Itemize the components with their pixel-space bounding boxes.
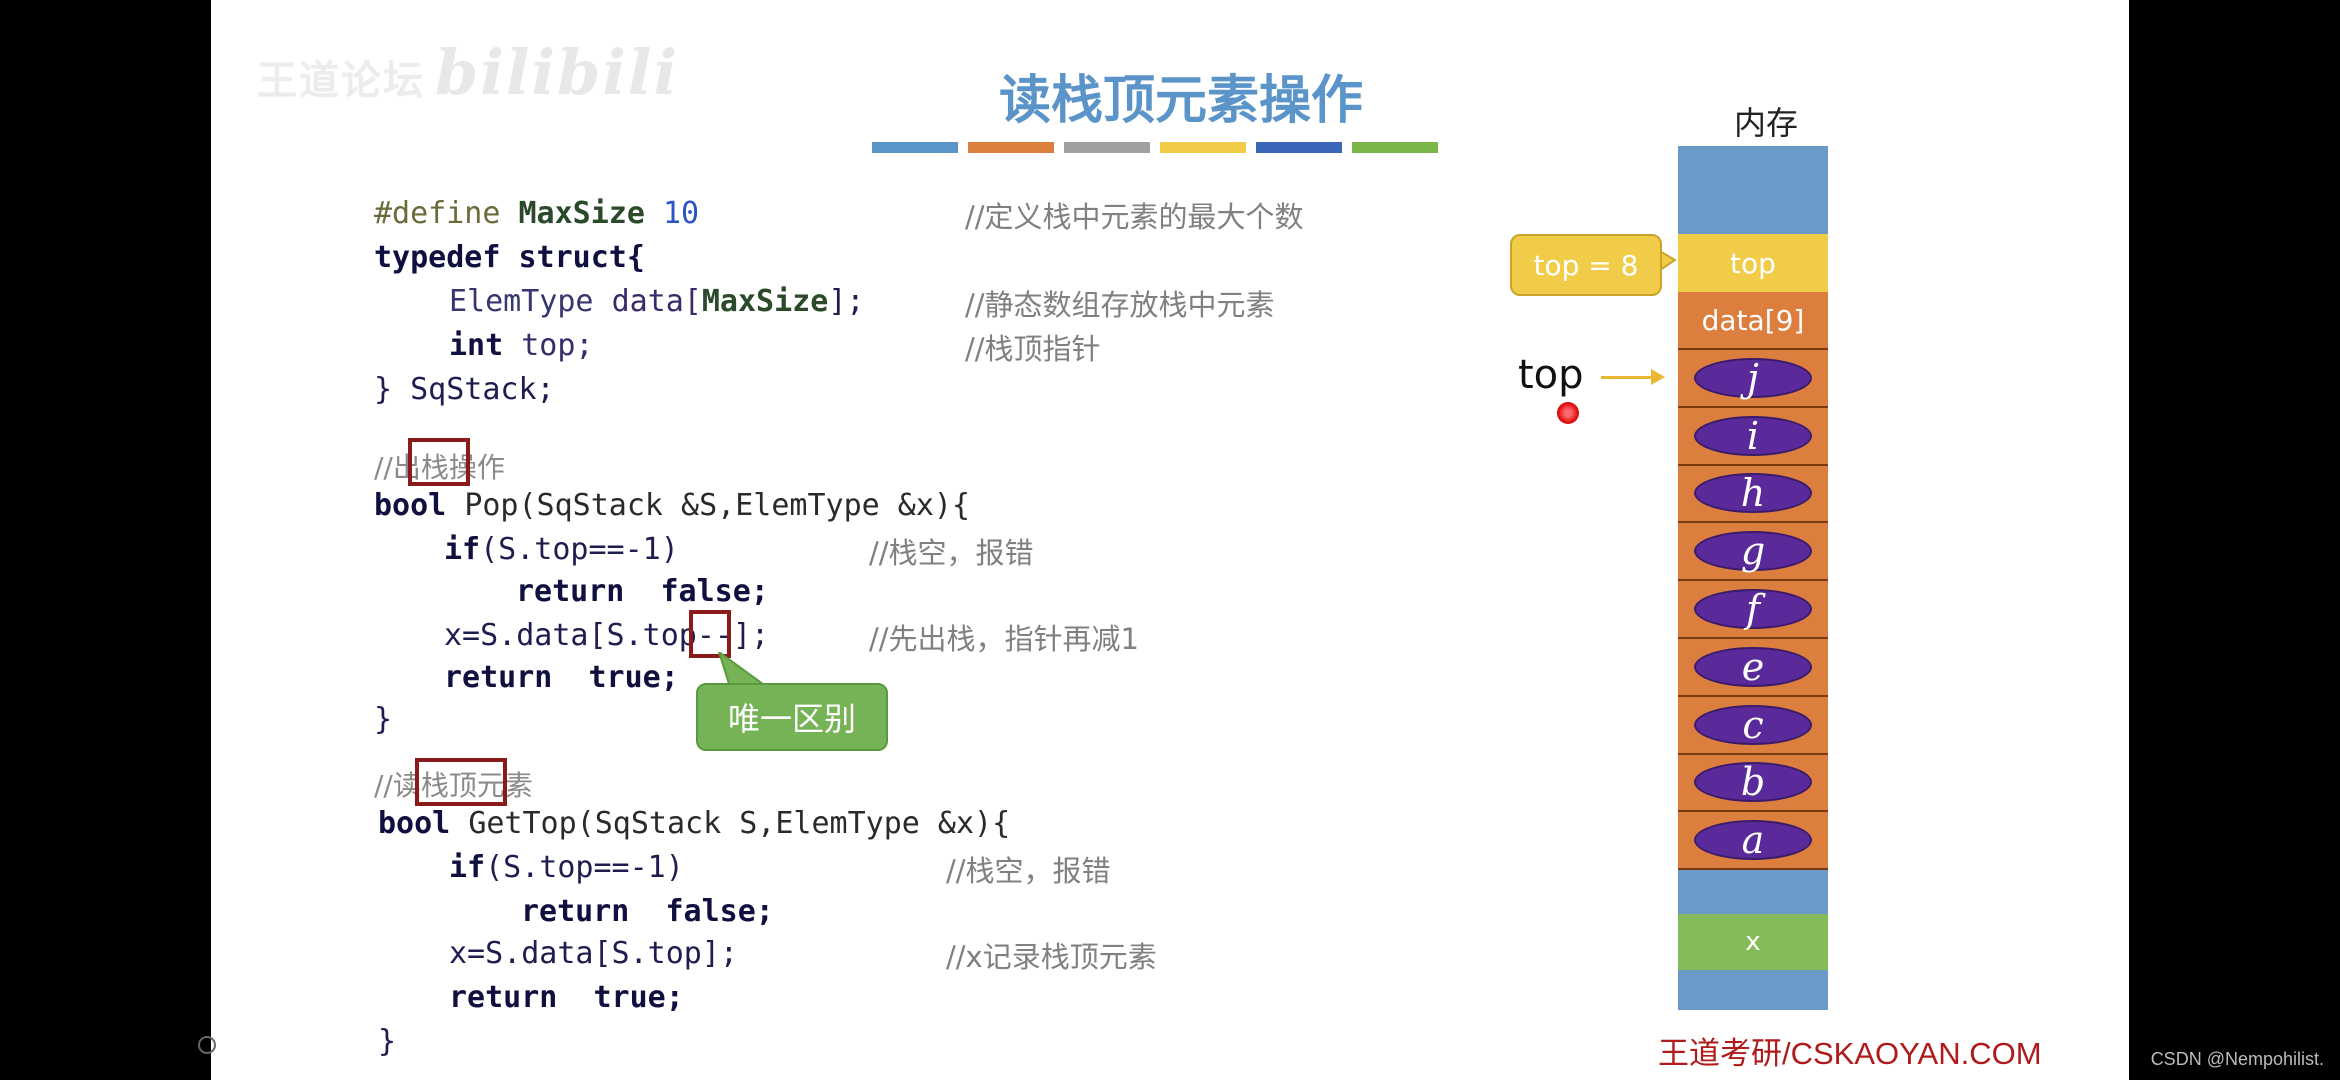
title-bar-6	[1352, 142, 1438, 153]
memory-cell-element: g	[1678, 523, 1828, 582]
top-pointer-label: top	[1518, 352, 1584, 398]
bilibili-logo: bilibili	[435, 36, 680, 109]
title-bar-2	[968, 142, 1054, 153]
memory-element-oval: h	[1694, 473, 1812, 514]
memory-element-oval: e	[1694, 646, 1812, 687]
memory-cell-empty-top	[1678, 146, 1828, 234]
code-define-line: #define MaxSize 10	[374, 196, 700, 231]
memory-cell-element: b	[1678, 754, 1828, 813]
top-value-callout: top = 8	[1510, 234, 1662, 296]
memory-label: 内存	[1733, 104, 1798, 142]
code-pop-assign: x=S.data[S.top--];	[444, 618, 770, 653]
code-gettop-return-false: return false;	[521, 894, 774, 929]
code-pop-signature: bool Pop(SqStack &S,ElemType &x){	[374, 488, 971, 523]
code-typedef-line: typedef struct{	[374, 240, 645, 275]
title-bar-1	[872, 142, 958, 153]
memory-element-oval: a	[1694, 820, 1812, 861]
code-gettop-close: }	[378, 1024, 397, 1059]
highlight-box-gettop	[415, 758, 507, 806]
memory-cell-element: i	[1678, 407, 1828, 466]
memory-element-oval: f	[1694, 589, 1812, 630]
code-gettop-if: if(S.top==-1)	[449, 850, 684, 885]
code-pop-close: }	[374, 702, 393, 737]
code-pop-if: if(S.top==-1)	[444, 532, 679, 567]
memory-element-oval: g	[1694, 531, 1812, 572]
cursor-pointer-dot	[1557, 402, 1579, 424]
memory-cell-element: c	[1678, 696, 1828, 755]
top-pointer-arrow	[1601, 369, 1665, 385]
memory-cell-top: top	[1678, 234, 1828, 292]
memory-cell-element: j	[1678, 350, 1828, 408]
code-struct-end: } SqStack;	[374, 372, 555, 407]
slide-title: 读栈顶元素操作	[998, 71, 1363, 131]
memory-cell-element: h	[1678, 465, 1828, 524]
watermark: CSDN @Nempohilist.	[2150, 1049, 2324, 1069]
comment-pop-if: //栈空，报错	[869, 536, 1034, 570]
memory-cell-empty-bottom	[1678, 970, 1828, 1010]
logo-text: 王道论坛	[257, 58, 425, 104]
comment-data: //静态数组存放栈中元素	[965, 288, 1275, 322]
title-bar-3	[1064, 142, 1150, 153]
memory-cell-element: a	[1678, 812, 1828, 871]
code-top-line: int top;	[449, 328, 594, 363]
code-gettop-return-true: return true;	[449, 980, 684, 1015]
code-data-line: ElemType data[MaxSize];	[449, 284, 865, 319]
code-pop-return-true: return true;	[444, 660, 679, 695]
comment-top: //栈顶指针	[965, 332, 1101, 366]
memory-cell-data9: data[9]	[1678, 292, 1828, 350]
memory-element-oval: i	[1694, 415, 1812, 456]
highlight-box-pop	[408, 438, 470, 486]
comment-pop-assign: //先出栈，指针再减1	[869, 622, 1139, 656]
code-pop-return-false: return false;	[516, 574, 769, 609]
code-gettop-signature: bool GetTop(SqStack S,ElemType &x){	[378, 806, 1011, 841]
code-gettop-assign: x=S.data[S.top];	[449, 936, 738, 971]
memory-element-oval: c	[1694, 704, 1812, 745]
brand-footer: 王道考研/CSKAOYAN.COM	[1658, 1036, 2042, 1071]
player-indicator-icon[interactable]	[198, 1036, 216, 1054]
memory-cell-element: f	[1678, 581, 1828, 639]
callout-diff: 唯一区别	[696, 683, 888, 751]
title-underline-bars	[872, 142, 1438, 153]
title-bar-5	[1256, 142, 1342, 153]
memory-element-oval: b	[1694, 762, 1812, 803]
comment-define: //定义栈中元素的最大个数	[965, 200, 1304, 234]
title-bar-4	[1160, 142, 1246, 153]
memory-cell-empty-mid	[1678, 870, 1828, 914]
comment-gettop-assign: //x记录栈顶元素	[946, 940, 1157, 974]
highlight-box-decrement	[689, 610, 731, 658]
memory-cell-element: e	[1678, 639, 1828, 697]
memory-element-oval: j	[1694, 357, 1812, 398]
memory-cell-x: x	[1678, 914, 1828, 970]
comment-gettop-if: //栈空，报错	[946, 854, 1111, 888]
